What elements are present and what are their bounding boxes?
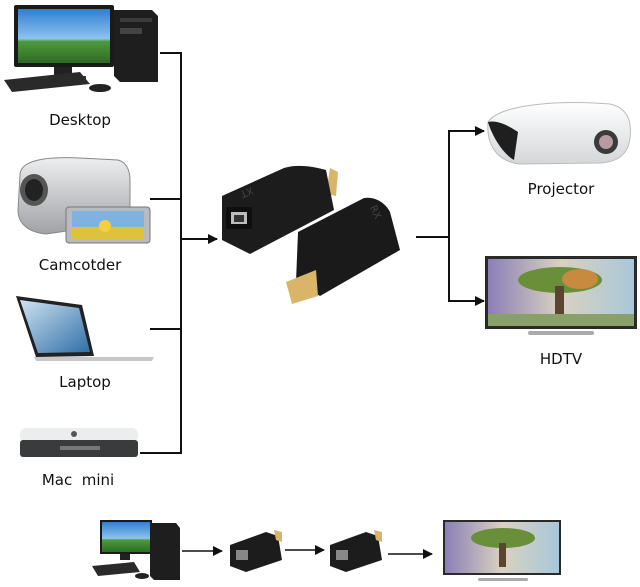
receiver-icon: [286, 197, 400, 304]
bottom-hdtv-icon: [443, 520, 561, 581]
desktop-icon: [4, 5, 158, 92]
bottom-chain: [92, 520, 561, 581]
transmitter-icon: [222, 165, 338, 254]
bottom-transmitter-icon: [230, 530, 282, 572]
bottom-receiver-icon: [330, 530, 382, 572]
projector-label: Projector: [527, 180, 595, 198]
hdtv-icon: [485, 256, 637, 335]
source-bus: [140, 52, 218, 454]
laptop-label: Laptop: [59, 373, 111, 391]
camcorder-icon: [17, 157, 151, 244]
laptop-icon: [16, 296, 154, 361]
hdtv-label: HDTV: [539, 350, 583, 368]
camcorder-label: Camcotder: [38, 256, 122, 274]
desktop-label: Desktop: [49, 111, 111, 129]
output-split: [416, 126, 485, 306]
bottom-desktop-icon: [92, 520, 180, 580]
projector-icon: [487, 102, 631, 165]
mac-mini-icon: [20, 428, 138, 457]
mac-mini-label: Mac mini: [41, 471, 115, 489]
